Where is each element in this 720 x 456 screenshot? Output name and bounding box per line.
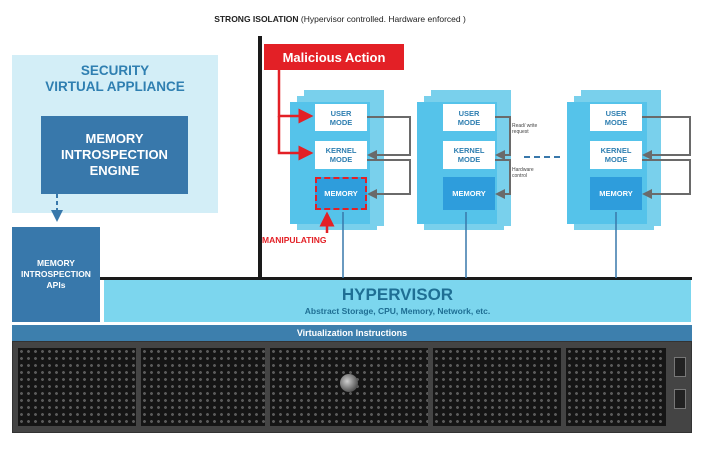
malicious-action-label: Malicious Action xyxy=(264,44,404,70)
vm1-user-kernel-loop xyxy=(367,116,411,160)
server-grill xyxy=(566,348,666,426)
vm2-kernel-memory-loop xyxy=(495,159,511,199)
vm3-memory: MEMORY xyxy=(590,177,642,210)
vm1-kernel-memory-loop xyxy=(367,159,411,199)
isolation-line xyxy=(258,36,262,278)
vm1-memory: MEMORY xyxy=(315,177,367,210)
server-grill xyxy=(141,348,265,426)
vm3-user-kernel-loop xyxy=(642,116,691,160)
vm3-kernel-memory-loop xyxy=(642,159,691,199)
hypervisor-band xyxy=(104,280,691,322)
vm2-user-kernel-loop xyxy=(495,116,511,160)
malicious-arrow xyxy=(277,70,314,124)
malicious-arrow xyxy=(277,116,314,161)
read-write-request-note: Read/ write request xyxy=(512,123,538,135)
isolation-base-line xyxy=(100,277,692,280)
drive-slot-icon xyxy=(674,389,686,409)
vm2-memory: MEMORY xyxy=(443,177,495,210)
hypervisor-title: HYPERVISOR xyxy=(341,285,454,304)
server-grill xyxy=(18,348,136,426)
virtualization-instructions-bar: Virtualization Instructions xyxy=(12,325,692,341)
server-knob-icon xyxy=(340,374,358,392)
strong-isolation-label: STRONG ISOLATION (Hypervisor controlled.… xyxy=(214,14,466,24)
drive-slot-icon xyxy=(674,357,686,377)
hardware-control-note: Hardware control xyxy=(512,167,534,179)
server-grill xyxy=(433,348,561,426)
hypervisor-subtitle: Abstract Storage, CPU, Memory, Network, … xyxy=(304,306,491,316)
manipulating-label: MANIPULATING xyxy=(262,235,327,245)
